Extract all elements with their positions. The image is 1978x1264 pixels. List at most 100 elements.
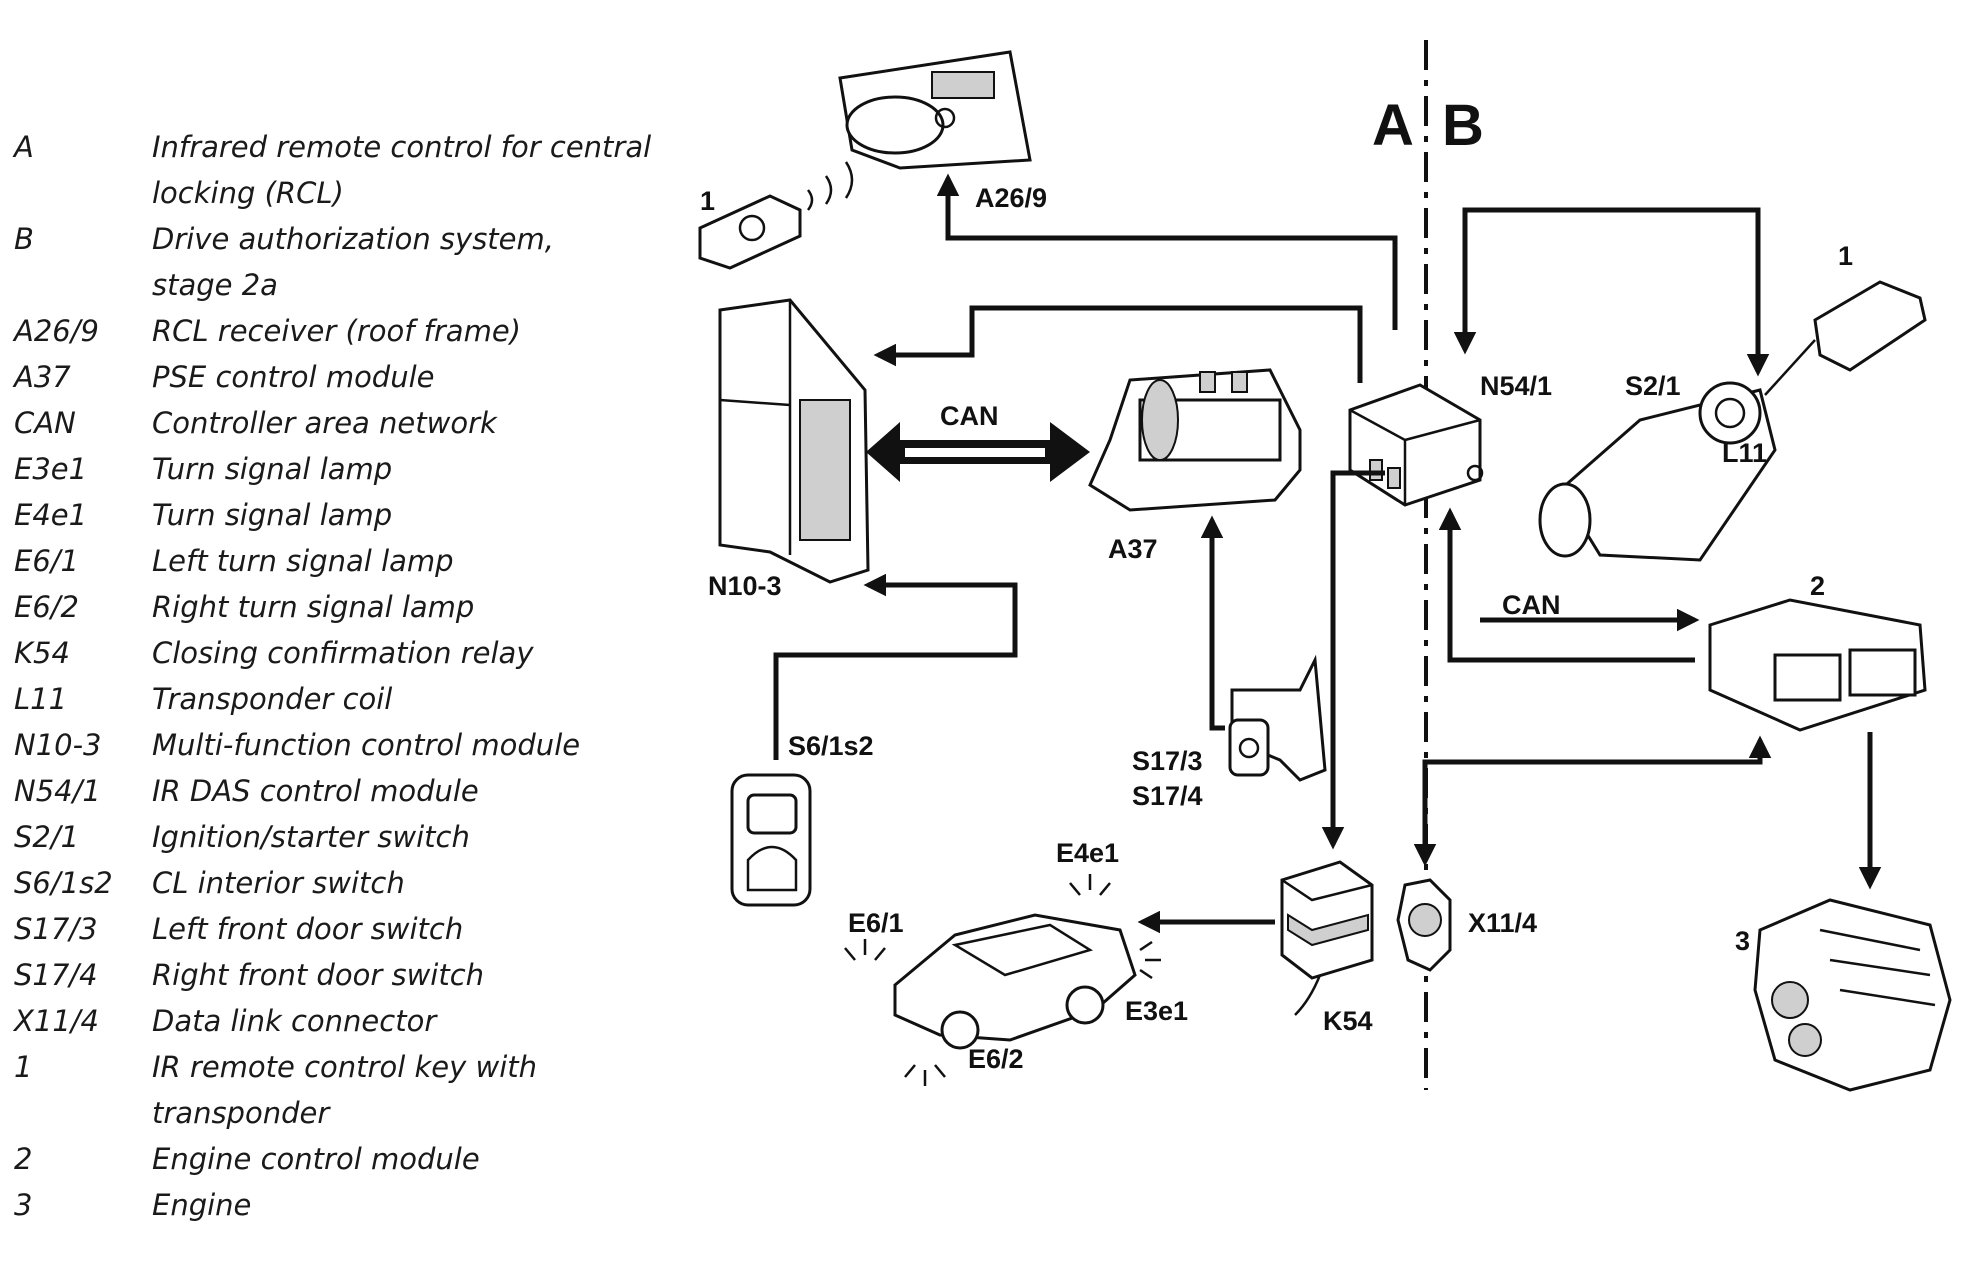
legend-code: A37 [14, 360, 71, 394]
label-a37: A37 [1108, 534, 1158, 564]
line-s6-to-n10-3 [773, 573, 1018, 760]
line-n54-to-n10-3 [873, 305, 1363, 383]
label-s2-1: S2/1 [1625, 371, 1681, 401]
ir-das-control-module [1348, 383, 1484, 507]
label-l11: L11 [1722, 438, 1767, 468]
line-x11-to-ecm [1422, 735, 1772, 858]
legend-code: 1 [14, 1050, 33, 1084]
line-n54-to-a26-9 [936, 173, 1398, 330]
legend-description-line: Turn signal lamp [152, 452, 393, 486]
label-n54-1: N54/1 [1480, 371, 1552, 401]
legend-code: L11 [14, 682, 68, 716]
legend-description: Ignition/starter switch [152, 820, 692, 866]
legend-description-line: Controller area network [152, 406, 497, 440]
legend-description: Transponder coil [152, 682, 692, 728]
label-n10-3: N10-3 [708, 571, 782, 601]
line-n54-to-k54 [1321, 470, 1385, 850]
legend-description: PSE control module [152, 360, 692, 406]
legend-description-line: Turn signal lamp [152, 498, 393, 532]
legend-description-line: CL interior switch [152, 866, 405, 900]
vehicle-turn-signals [844, 874, 1161, 1086]
legend-code: S17/4 [14, 958, 98, 992]
legend-description: Controller area network [152, 406, 692, 452]
legend-description-line: Transponder coil [152, 682, 393, 716]
legend-code: E4e1 [14, 498, 88, 532]
engine-control-module [1708, 598, 1927, 732]
legend-description-line: Right front door switch [152, 958, 485, 992]
multi-function-control-module [718, 298, 870, 584]
legend-description-line: Multi-function control module [152, 728, 581, 762]
label-e6-1: E6/1 [848, 908, 904, 938]
engine [1753, 898, 1952, 1092]
legend-code: CAN [14, 406, 76, 440]
legend-description: Drive authorization system, stage 2a [152, 222, 692, 314]
legend-description-line: PSE control module [152, 360, 435, 394]
legend-description-line: Data link connector [152, 1004, 437, 1038]
legend-description: CL interior switch [152, 866, 692, 912]
label-s6-1s2: S6/1s2 [788, 731, 874, 761]
legend-description-line: Left front door switch [152, 912, 464, 946]
ignition-starter-switch [1538, 381, 1777, 562]
signal-connections [773, 173, 1882, 934]
legend-description-line: Drive authorization system, [152, 222, 554, 256]
legend-description-line: RCL receiver (roof frame) [152, 314, 521, 348]
label-e4e1: E4e1 [1056, 838, 1119, 868]
legend-description: Multi-function control module [152, 728, 692, 774]
legend-code: E6/2 [14, 590, 79, 624]
legend-description-line: transponder [152, 1096, 330, 1130]
label-e6-2: E6/2 [968, 1044, 1024, 1074]
ir-remote-key-left [698, 161, 854, 270]
legend-description: Engine control module [152, 1142, 692, 1188]
label-ecm: 2 [1810, 571, 1825, 601]
legend-code: S2/1 [14, 820, 80, 854]
closing-confirmation-relay [1280, 860, 1374, 1016]
ir-remote-key-right [1764, 280, 1927, 396]
legend-code: E6/1 [14, 544, 79, 578]
label-can-right: CAN [1502, 590, 1561, 620]
legend-description: Right turn signal lamp [152, 590, 692, 636]
legend-code: S6/1s2 [14, 866, 113, 900]
cl-interior-switch [730, 773, 812, 907]
label-e3e1: E3e1 [1125, 996, 1188, 1026]
label-k54: K54 [1323, 1006, 1373, 1036]
label-x11-4: X11/4 [1468, 908, 1537, 938]
label-engine: 3 [1735, 926, 1750, 956]
legend-description: Turn signal lamp [152, 498, 692, 544]
legend-code: A26/9 [14, 314, 99, 348]
legend-description-line: Ignition/starter switch [152, 820, 470, 854]
legend-code: B [14, 222, 34, 256]
legend-description: Engine [152, 1188, 692, 1234]
legend-code: 2 [14, 1142, 33, 1176]
legend-code: X11/4 [14, 1004, 99, 1038]
legend-description: Right front door switch [152, 958, 692, 1004]
legend-description-line: stage 2a [152, 268, 278, 302]
legend-description-line: IR DAS control module [152, 774, 479, 808]
section-label-a: A [1372, 93, 1414, 158]
legend-description: Left turn signal lamp [152, 544, 692, 590]
legend-description-line: Right turn signal lamp [152, 590, 475, 624]
legend-description: RCL receiver (roof frame) [152, 314, 692, 360]
front-door-switch [1228, 654, 1327, 782]
legend-description-line: Closing confirmation relay [152, 636, 534, 670]
legend-code: E3e1 [14, 452, 88, 486]
legend-description: Turn signal lamp [152, 452, 692, 498]
legend-code: A [14, 130, 34, 164]
line-l11-to-n54 [1453, 207, 1761, 365]
legend-description: IR DAS control module [152, 774, 692, 820]
can-bus-right [1447, 520, 1695, 663]
section-label-b: B [1442, 93, 1484, 158]
legend-description: Closing confirmation relay [152, 636, 692, 682]
legend-code: S17/3 [14, 912, 98, 946]
legend-description-line: Engine control module [152, 1142, 480, 1176]
pse-control-module [1088, 368, 1302, 512]
rcl-receiver-roof-frame [838, 50, 1032, 170]
legend-code: 3 [14, 1188, 33, 1222]
line-s17-to-a37 [1200, 515, 1225, 731]
label-s17-3: S17/3 [1132, 746, 1203, 776]
label-key-left: 1 [700, 186, 715, 216]
label-key-right: 1 [1838, 241, 1853, 271]
